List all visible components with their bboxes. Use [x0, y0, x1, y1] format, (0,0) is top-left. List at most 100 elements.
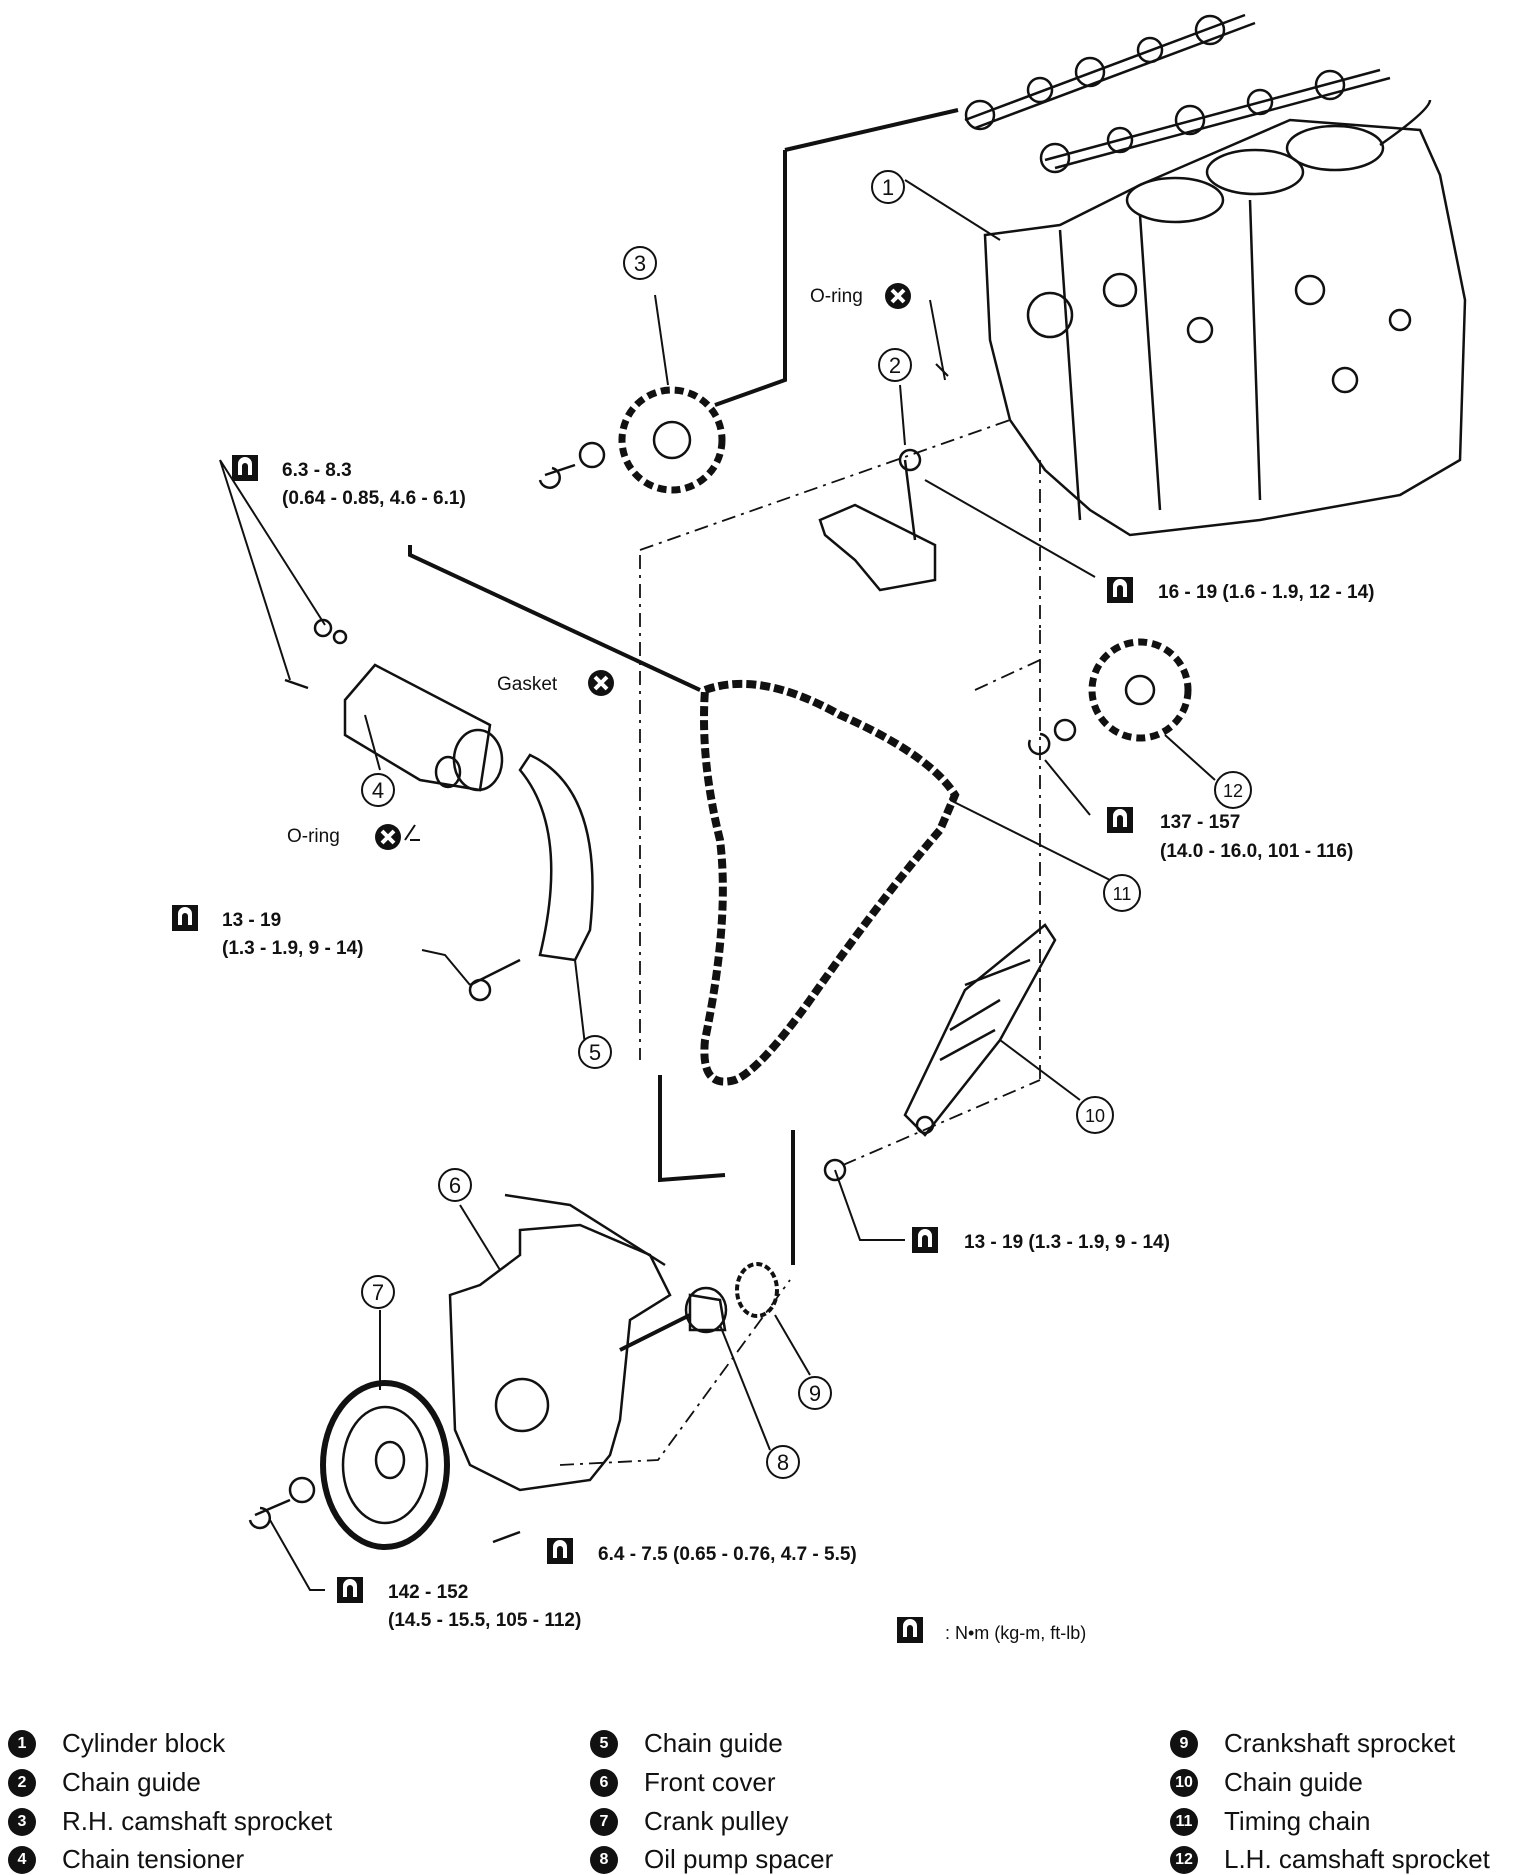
timing-chain	[700, 679, 960, 1086]
legend-number: 4	[8, 1845, 36, 1874]
callout-1: 1	[871, 170, 905, 204]
legend-item: 5 Chain guide	[590, 1728, 783, 1759]
callout-11: 11	[1103, 874, 1141, 912]
svg-text:2: 2	[889, 353, 901, 378]
crankshaft-sprocket	[735, 1262, 779, 1318]
chain-guide-5	[468, 753, 594, 1002]
legend-item: 2 Chain guide	[8, 1767, 201, 1798]
svg-text:5: 5	[589, 1040, 601, 1065]
lh-camshaft-sprocket	[1027, 638, 1192, 756]
callout-10: 10	[1076, 1096, 1114, 1134]
connection-lines	[408, 108, 959, 1265]
legend-item: 1 Cylinder block	[8, 1728, 225, 1759]
svg-text:4: 4	[372, 778, 384, 803]
callout-5: 5	[578, 1035, 612, 1069]
legend-text: Crank pulley	[644, 1806, 789, 1836]
svg-text:9: 9	[809, 1381, 821, 1406]
legend-item: 4 Chain tensioner	[8, 1844, 244, 1875]
legend-number: 10	[1170, 1768, 1198, 1797]
legend-number: 11	[1170, 1807, 1198, 1836]
legend-item: 9 Crankshaft sprocket	[1170, 1728, 1455, 1759]
svg-text:O-ring: O-ring	[287, 826, 340, 847]
callout-6: 6	[438, 1168, 472, 1202]
torque-wrench-icon	[172, 905, 198, 931]
callout-9: 9	[798, 1376, 832, 1410]
rh-camshaft-sprocket	[538, 386, 726, 494]
torque-wrench-icon	[1107, 807, 1133, 833]
legend-number: 1	[8, 1729, 36, 1758]
svg-text:(0.64 - 0.85, 4.6 - 6.1): (0.64 - 0.85, 4.6 - 6.1)	[282, 488, 466, 509]
svg-text:13 - 19: 13 - 19	[222, 910, 281, 931]
torque-wrench-icon	[897, 1617, 923, 1643]
svg-text:142 - 152: 142 - 152	[388, 1582, 468, 1603]
legend-item: 8 Oil pump spacer	[590, 1844, 833, 1875]
alignment-lines	[559, 419, 1041, 1466]
legend-text: Chain tensioner	[62, 1844, 245, 1874]
legend-text: Chain guide	[1224, 1767, 1363, 1797]
svg-text:(1.3 - 1.9, 9 - 14): (1.3 - 1.9, 9 - 14)	[222, 938, 364, 959]
legend-text: Crankshaft sprocket	[1224, 1728, 1456, 1758]
callout-markers: 1 2 3 4 5 6 7 8 9 10 11 12	[361, 170, 1252, 1479]
legend-number: 3	[8, 1807, 36, 1836]
svg-text:6.4 - 7.5 (0.65 - 0.76, 4.7 -: 6.4 - 7.5 (0.65 - 0.76, 4.7 - 5.5)	[598, 1544, 857, 1565]
legend-text: Cylinder block	[62, 1728, 226, 1758]
legend-number: 9	[1170, 1729, 1198, 1758]
svg-text:13 - 19 (1.3 - 1.9, 9 - 14): 13 - 19 (1.3 - 1.9, 9 - 14)	[964, 1232, 1170, 1253]
legend-text: Oil pump spacer	[644, 1844, 834, 1874]
legend-number: 12	[1170, 1845, 1198, 1874]
svg-text:7: 7	[372, 1280, 384, 1305]
chain-tensioner	[284, 618, 504, 792]
cylinder-block	[983, 99, 1467, 537]
torque-spec-lh-sprocket: 137 - 157 (14.0 - 16.0, 101 - 116)	[1107, 807, 1353, 862]
callout-4: 4	[361, 773, 395, 807]
svg-text:8: 8	[777, 1450, 789, 1475]
torque-wrench-icon	[1107, 577, 1133, 603]
legend-item: 6 Front cover	[590, 1767, 776, 1798]
callout-7: 7	[361, 1275, 395, 1309]
svg-text:12: 12	[1223, 781, 1243, 801]
svg-text:16 - 19 (1.6 - 1.9, 12 - 14): 16 - 19 (1.6 - 1.9, 12 - 14)	[1158, 582, 1375, 603]
torque-wrench-icon	[912, 1227, 938, 1253]
torque-spec-guide-5: 13 - 19 (1.3 - 1.9, 9 - 14)	[172, 905, 364, 959]
legend-text: Chain guide	[62, 1767, 201, 1797]
legend-number: 5	[590, 1729, 618, 1758]
replace-part-x-icon	[373, 822, 403, 852]
crank-pulley	[248, 1380, 521, 1550]
replace-part-x-icon	[586, 668, 616, 698]
legend-item: 3 R.H. camshaft sprocket	[8, 1806, 332, 1837]
callout-3: 3	[623, 246, 657, 280]
legend-number: 7	[590, 1807, 618, 1836]
torque-spec-crank-pulley: 142 - 152 (14.5 - 15.5, 105 - 112)	[337, 1577, 581, 1631]
oring-top-label: O-ring	[810, 281, 913, 311]
callout-12: 12	[1214, 771, 1252, 809]
svg-text:1: 1	[882, 175, 894, 200]
oil-pump-spacer	[619, 1286, 728, 1352]
legend-text: Front cover	[644, 1767, 776, 1797]
callout-2: 2	[878, 348, 912, 382]
replace-part-x-icon	[883, 281, 913, 311]
torque-wrench-icon	[337, 1577, 363, 1603]
svg-text:6.3 - 8.3: 6.3 - 8.3	[282, 460, 352, 481]
svg-text:137 - 157: 137 - 157	[1160, 812, 1240, 833]
camshaft-upper	[964, 13, 1256, 131]
oring-left-label: O-ring	[287, 822, 420, 852]
svg-text:Gasket: Gasket	[497, 674, 558, 695]
svg-text:: N•m (kg-m, ft-lb): : N•m (kg-m, ft-lb)	[945, 1623, 1086, 1643]
svg-text:11: 11	[1113, 884, 1132, 904]
legend-number: 8	[590, 1845, 618, 1874]
legend-item: 10 Chain guide	[1170, 1767, 1363, 1798]
svg-text:3: 3	[634, 251, 646, 276]
legend-item: 7 Crank pulley	[590, 1806, 789, 1837]
chain-guide-2	[818, 448, 937, 592]
torque-wrench-icon	[547, 1538, 573, 1564]
svg-text:(14.0 - 16.0, 101 - 116): (14.0 - 16.0, 101 - 116)	[1160, 841, 1353, 862]
svg-text:(14.5 - 15.5, 105 - 112): (14.5 - 15.5, 105 - 112)	[388, 1610, 581, 1631]
chain-guide-10	[823, 923, 1057, 1182]
svg-text:O-ring: O-ring	[810, 286, 863, 307]
legend-item: 11 Timing chain	[1170, 1806, 1370, 1837]
callout-8: 8	[766, 1445, 800, 1479]
legend-text: Timing chain	[1224, 1806, 1371, 1836]
legend-text: Chain guide	[644, 1728, 783, 1758]
front-cover	[448, 1193, 672, 1492]
